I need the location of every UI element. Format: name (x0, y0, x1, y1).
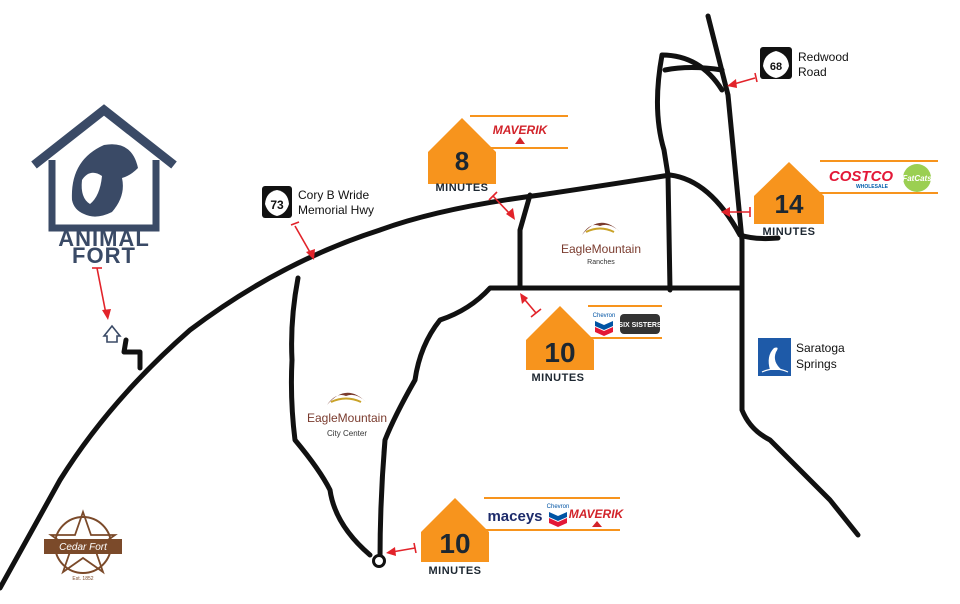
route-endpoint-marker (372, 554, 386, 568)
maceys-logo: maceys (487, 508, 542, 525)
maverik-logo-1: MAVERIK (493, 123, 549, 137)
chevron-icon-1-red (595, 327, 613, 336)
highway-73-number: 73 (270, 198, 284, 212)
badge-10b-number: 10 (439, 528, 470, 559)
badge-10a-pointer (520, 293, 542, 318)
maverik-logo-2: MAVERIK (569, 507, 625, 521)
chevron-icon-1 (595, 321, 613, 330)
fatcats-logo: FatCats (902, 174, 932, 183)
six-sisters-logo: SIX SISTERS (618, 322, 662, 329)
dog-icon (81, 172, 102, 204)
badge-8-minutes: 8 MINUTES MAVERIK (428, 115, 568, 194)
animal-fort-pointer (92, 267, 111, 320)
logo-roof (31, 104, 177, 169)
badge-8-label: MINUTES (436, 182, 489, 194)
saratoga-line2: Springs (796, 357, 837, 371)
eagle-city-sub: City Center (327, 429, 367, 438)
road-redwood (705, 13, 861, 538)
badge-10a-number: 10 (544, 337, 575, 368)
road-north-loop (655, 52, 725, 293)
highway-73-shield: 73 (262, 186, 292, 218)
badge-10b-label: MINUTES (429, 565, 482, 577)
chevron-logo-1: Chevron (593, 313, 616, 319)
route-name-road: Road (798, 65, 827, 79)
animal-fort-logo: ANIMAL FORT (31, 104, 177, 268)
hwy-68-pointer (727, 72, 758, 88)
chevron-icon-2 (549, 512, 567, 521)
six-sisters-badge (620, 314, 660, 334)
road-ranches-connector (517, 192, 533, 291)
saratoga-line1: Saratoga (796, 341, 845, 355)
logo-text-line2: FORT (72, 243, 136, 268)
road-cedar-fort-spur (121, 337, 143, 371)
route-name-redwood: Redwood (798, 50, 849, 64)
road-central-hwy (377, 285, 745, 563)
saratoga-springs-logo (758, 338, 791, 376)
chevron-logo-2: Chevron (547, 504, 570, 510)
cedar-fort-est: Est. 1852 (72, 576, 93, 582)
home-icon (102, 324, 122, 343)
badge-8-number: 8 (455, 146, 469, 176)
logo-text-line1: ANIMAL (58, 226, 150, 251)
badge-14-pointer (721, 207, 751, 217)
highway-68-shield: 68 (760, 47, 792, 79)
badge-8-pointer (488, 191, 515, 220)
costco-wholesale: WHOLESALE (856, 184, 889, 190)
logo-house-walls (48, 160, 160, 232)
badge-14-minutes: 14 MINUTES COSTCO WHOLESALE FatCats (754, 160, 938, 238)
horse-icon (71, 144, 138, 217)
maverik-mountain-icon (515, 137, 525, 144)
cedar-fort-name: Cedar Fort (59, 542, 108, 553)
route-name-cory: Cory B Wride (298, 188, 369, 202)
eagle-ranches-brand: EagleMountain (561, 242, 641, 256)
eagle-city-brand: EagleMountain (307, 411, 387, 425)
cedar-fort-logo: Cedar Fort Est. 1852 (44, 509, 122, 582)
route-name-memorial: Memorial Hwy (298, 203, 374, 217)
road-network (0, 13, 861, 591)
road-north-loop-2 (662, 65, 725, 73)
eagle-mountain-city-logo: EagleMountain City Center (307, 392, 387, 438)
road-cory-b-wride (0, 172, 781, 591)
road-city-center-loop (288, 275, 373, 558)
badge-10-minutes-south: 10 MINUTES maceys Chevron MAVERIK (421, 497, 625, 577)
highway-68-number: 68 (770, 61, 782, 73)
eagle-ranches-sub: Ranches (587, 259, 615, 266)
badge-10-minutes-center: 10 MINUTES Chevron SIX SISTERS (526, 305, 662, 384)
eagle-mountain-ranches-logo: EagleMountain Ranches (561, 222, 641, 266)
badge-10a-label: MINUTES (532, 372, 585, 384)
maverik-mountain-icon-2 (592, 521, 602, 527)
badge-14-number: 14 (775, 189, 804, 219)
badge-14-label: MINUTES (763, 226, 816, 238)
fatcats-logo-circle (903, 164, 931, 192)
hwy-73-pointer (290, 221, 315, 260)
costco-logo: COSTCO (829, 168, 894, 185)
badge-10b-pointer (386, 542, 417, 556)
chevron-icon-2-red (549, 518, 567, 527)
